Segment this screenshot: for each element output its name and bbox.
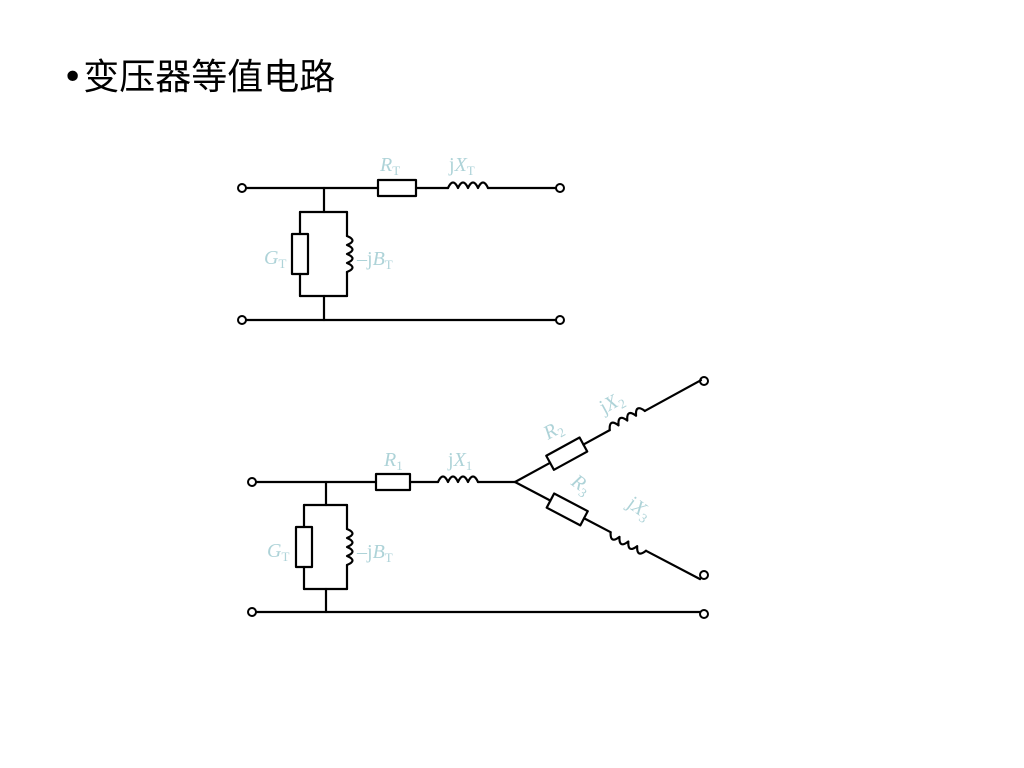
branch3-wire-c [644,549,702,581]
label-x3: jX3 [621,492,656,526]
label-gt: GT [264,247,286,271]
branch2-wire-b [582,429,611,446]
label-gt-3w: GT [267,540,289,564]
label-rt: RT [379,154,400,178]
label-x2: jX2 [595,387,629,420]
resistor-rt [376,178,418,198]
terminal-bottom-right [555,315,565,325]
label-r1: R1 [383,449,403,473]
terminal-left-bottom [247,607,257,617]
conductance-gt-3w [294,525,314,569]
inductor-bt-3w [345,527,354,567]
inductor-x3 [609,531,648,555]
label-bt: –jBT [356,248,393,272]
label-xt: jXT [448,154,475,178]
slide-title: •变压器等值电路 [62,57,336,98]
label-bt-3w: –jBT [356,541,393,565]
label-r3: R3 [565,470,595,501]
label-x1: jX1 [447,449,472,473]
two-winding-circuit: RT jXT GT –jBT [237,154,565,325]
inductor-x2 [608,407,646,432]
terminal-top-left [237,183,247,193]
branch-3 [513,480,702,581]
branch2-wire-a [513,461,552,484]
terminal-winding3 [699,570,709,580]
terminal-bottom-left [237,315,247,325]
terminal-right-bottom [699,609,709,619]
three-winding-circuit: R1 jX1 R2 jX2 R3 jX3 GT –jBT [247,376,709,619]
branch3-wire-a [513,480,552,502]
terminal-left-top [247,477,257,487]
resistor-r1 [374,472,412,492]
branch2-wire-c [643,379,703,413]
inductor-xt [446,181,490,190]
label-r2: R2 [539,416,568,447]
branch3-wire-b [582,517,612,534]
conductance-gt [290,232,310,276]
terminal-top-right [555,183,565,193]
inductor-bt [345,234,354,274]
inductor-x1 [436,475,480,484]
branch-2 [513,379,703,484]
